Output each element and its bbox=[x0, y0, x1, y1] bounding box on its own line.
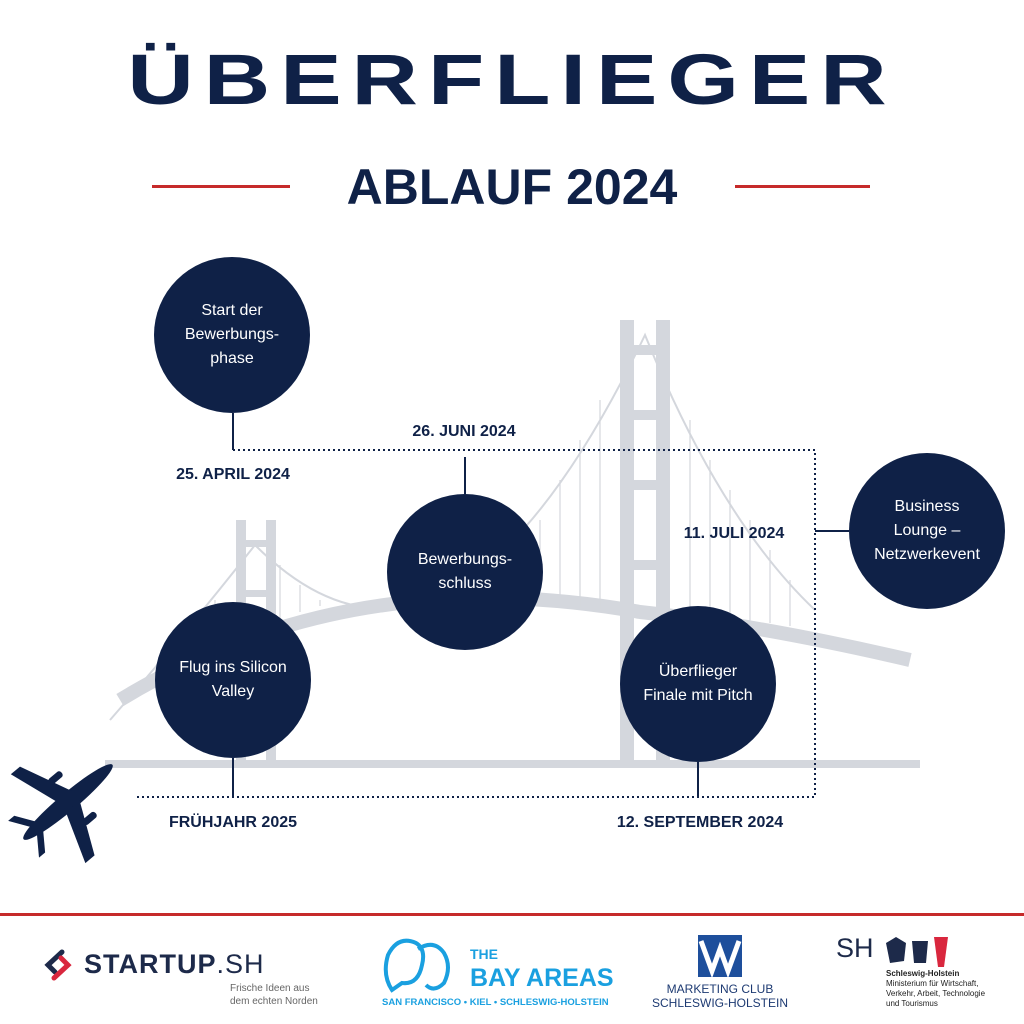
footer-ministry-line3: und Tourismus bbox=[886, 999, 938, 1008]
timeline-0-lines-2: phase bbox=[210, 350, 254, 367]
date-silicon-valley-flight: FRÜHJAHR 2025 bbox=[168, 814, 298, 831]
footer-marketing-line1: MARKETING CLUB bbox=[666, 982, 774, 996]
date-finale: 12. SEPTEMBER 2024 bbox=[616, 814, 784, 831]
footer-ministry-line2: Verkehr, Arbeit, Technologie bbox=[886, 989, 986, 998]
footer-bayareas-tagline: SAN FRANCISCO • KIEL • SCHLESWIG-HOLSTEI… bbox=[382, 997, 609, 1008]
footer-startup-name: STARTUP bbox=[84, 949, 217, 979]
logo-schleswig-holstein-ministry[interactable]: SH Schleswig-Holstein Ministerium für Wi… bbox=[836, 933, 1016, 1013]
footer-divider bbox=[0, 913, 1024, 916]
startup-sh-emblem-icon bbox=[44, 949, 72, 981]
timeline-3-lines-1: Finale mit Pitch bbox=[643, 687, 753, 704]
title-divider-right bbox=[735, 185, 870, 188]
footer-startup-tagline2: dem echten Norden bbox=[230, 996, 318, 1007]
timeline-2-lines-2: Netzwerkevent bbox=[874, 546, 980, 563]
timeline-4-lines-1: Valley bbox=[211, 683, 255, 700]
timeline-0-lines-1: Bewerbungs- bbox=[184, 326, 280, 343]
footer-ministry-line1: Ministerium für Wirtschaft, bbox=[886, 979, 979, 988]
footer-ministry-sh: SH bbox=[836, 933, 874, 963]
footer-marketing-line2: SCHLESWIG-HOLSTEIN bbox=[651, 996, 789, 1010]
timeline-4-lines-0: Flug ins Silicon bbox=[179, 659, 287, 676]
title-divider-left bbox=[152, 185, 290, 188]
timeline-2-lines-0: Business bbox=[894, 498, 960, 515]
footer-ministry-state: Schleswig-Holstein bbox=[886, 969, 960, 978]
logo-the-bay-areas[interactable]: THE BAY AREAS SAN FRANCISCO • KIEL • SCH… bbox=[382, 935, 614, 1010]
page-subtitle: ABLAUF 2024 bbox=[346, 159, 678, 215]
footer-startup-tagline1: Frische Ideen aus bbox=[230, 983, 310, 994]
page-title: ÜBERFLIEGER bbox=[127, 40, 897, 120]
milestone-application-deadline: Bewerbungs-schluss bbox=[387, 494, 543, 650]
timeline-3-lines-0: Überflieger bbox=[658, 663, 738, 680]
footer-bayareas-name: BAY AREAS bbox=[470, 964, 614, 992]
footer-bayareas-the: THE bbox=[470, 946, 498, 962]
date-business-lounge: 11. JULI 2024 bbox=[683, 525, 785, 542]
footer-startup-suffix: .SH bbox=[216, 949, 265, 979]
date-application-deadline: 26. JUNI 2024 bbox=[412, 423, 516, 440]
date-application-start: 25. APRIL 2024 bbox=[176, 466, 290, 483]
coat-of-arms-icon bbox=[886, 937, 948, 967]
marketing-club-emblem-icon bbox=[698, 935, 742, 977]
timeline-1-lines-1: schluss bbox=[438, 575, 492, 592]
timeline-1-lines-0: Bewerbungs- bbox=[417, 551, 513, 568]
timeline-2-lines-1: Lounge – bbox=[893, 522, 961, 539]
bay-areas-bubble-icon bbox=[383, 938, 450, 993]
timeline-0-lines-0: Start der bbox=[201, 302, 263, 319]
logo-startup-sh[interactable]: STARTUP.SH Frische Ideen aus dem echten N… bbox=[40, 945, 340, 1007]
